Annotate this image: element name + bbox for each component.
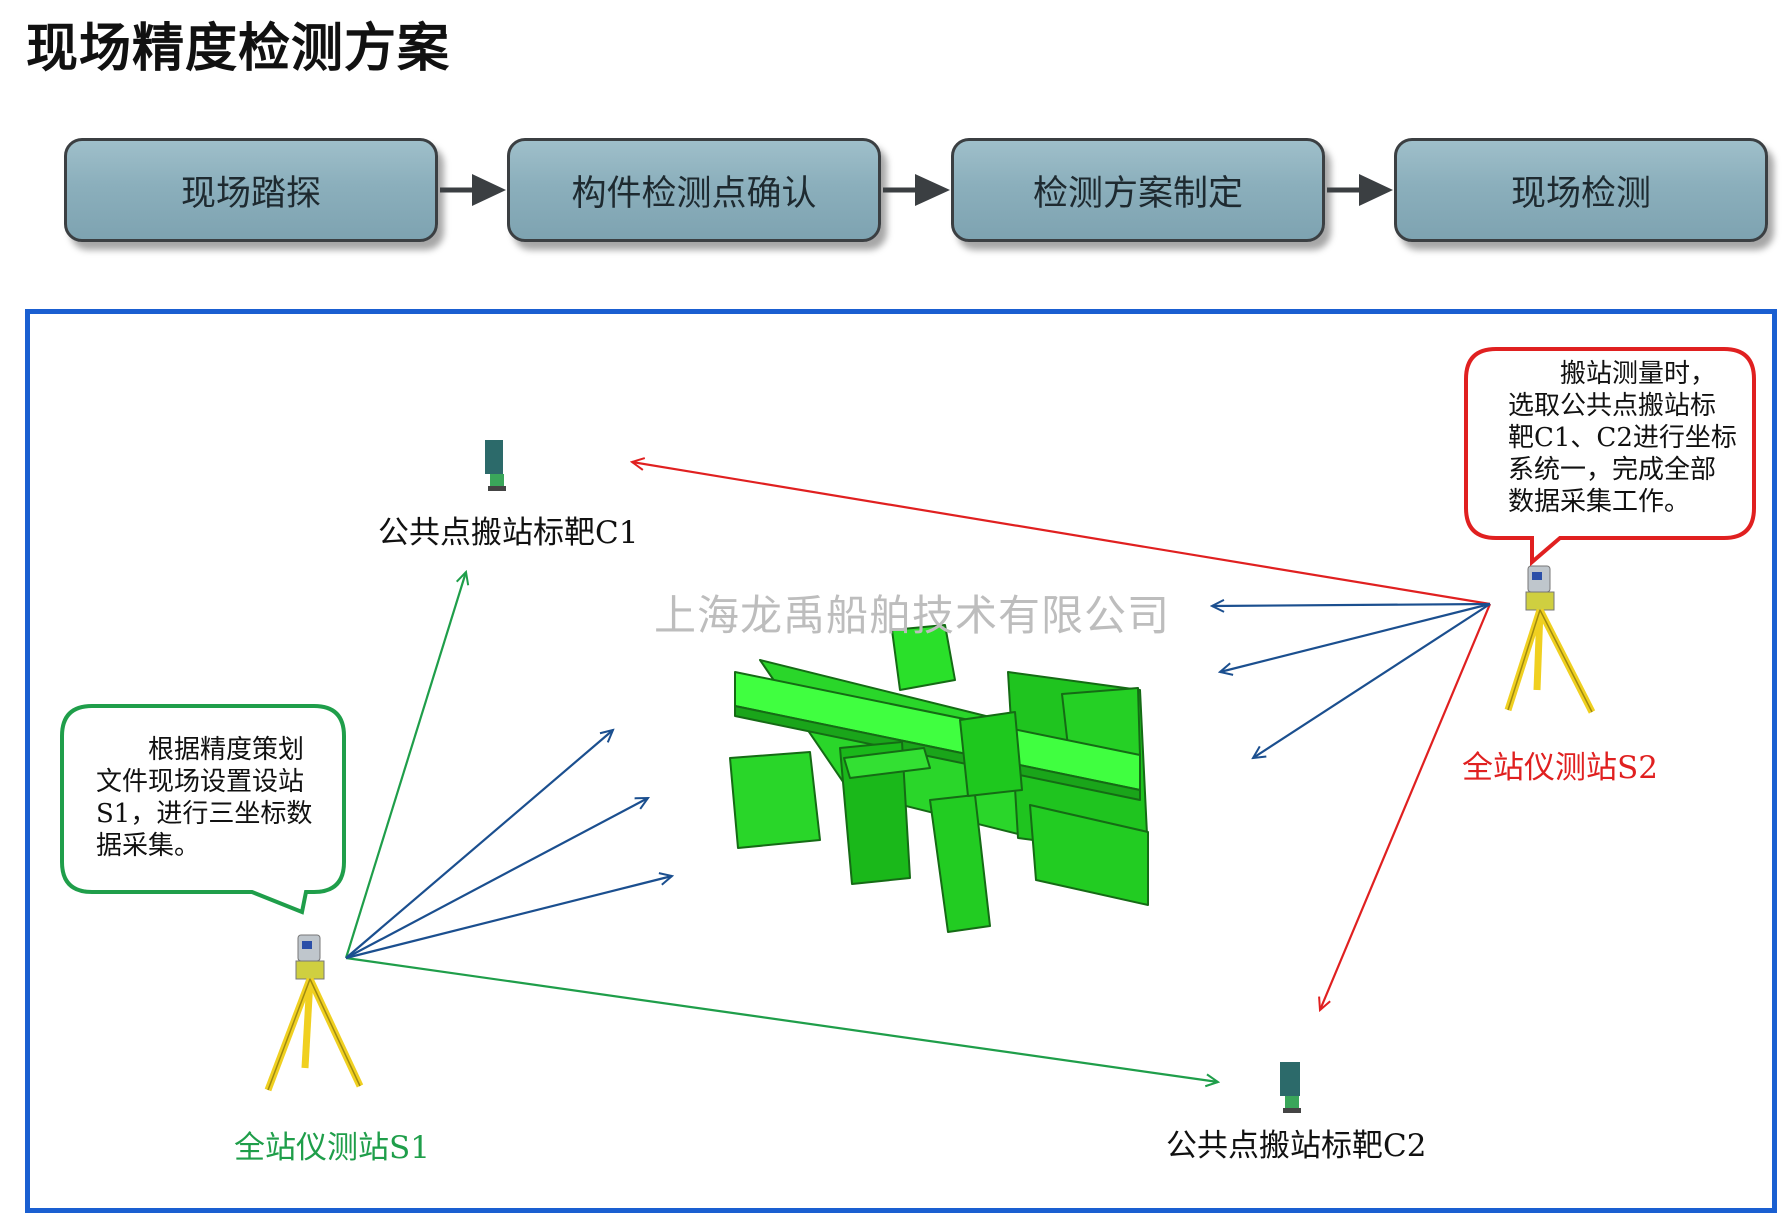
total-station-s2-icon [1504,565,1596,714]
speech-bubble-s2 [1464,347,1756,567]
bubble-s1-text: 根据精度策划 文件现场设置设站 S1，进行三坐标数 据采集。 [96,735,313,861]
bubble-s2-text: 搬站测量时， 选取公共点搬站标 靶C1、C2进行坐标 系统一，完成全部 数据采集… [1508,359,1737,517]
flow-step-label: 构件检测点确认 [571,173,817,214]
speech-bubble-s1 [60,704,346,915]
steel-structure-model [729,624,1149,933]
s2-measure-arrow-1 [1212,604,1491,606]
s1-measure-arrow-3 [345,876,672,960]
flow-step-site-inspection: 现场检测 [1394,138,1768,242]
flow-step-site-survey: 现场踏探 [64,138,438,242]
flow-step-plan-formulation: 检测方案制定 [951,138,1325,242]
station-s2-label: 全站仪测站S2 [1462,750,1658,786]
target-c2-icon [1280,1062,1301,1113]
page-title: 现场精度检测方案 [26,19,451,79]
s2-to-c2-arrow [1320,603,1492,1010]
s2-measure-arrow-3 [1253,603,1491,758]
s1-to-c2-arrow [345,956,1218,1082]
s1-to-c1-arrow [344,572,466,959]
station-s1-label: 全站仪测站S1 [234,1130,430,1166]
s1-measure-arrow-2 [345,798,648,959]
flow-step-checkpoint-confirm: 构件检测点确认 [507,138,881,242]
target-c2-label: 公共点搬站标靶C2 [1166,1128,1427,1164]
flow-step-label: 检测方案制定 [1032,173,1243,214]
s2-measure-arrow-2 [1220,602,1491,672]
s2-to-c1-arrow [632,462,1491,606]
flow-step-label: 现场检测 [1510,173,1651,214]
flow-step-label: 现场踏探 [180,173,321,214]
total-station-s1-icon [264,934,364,1092]
target-c1-label: 公共点搬站标靶C1 [378,515,639,551]
target-c1-icon [485,440,506,491]
company-watermark: 上海龙禹船舶技术有限公司 [654,591,1171,640]
s1-measure-arrow-1 [345,730,613,959]
